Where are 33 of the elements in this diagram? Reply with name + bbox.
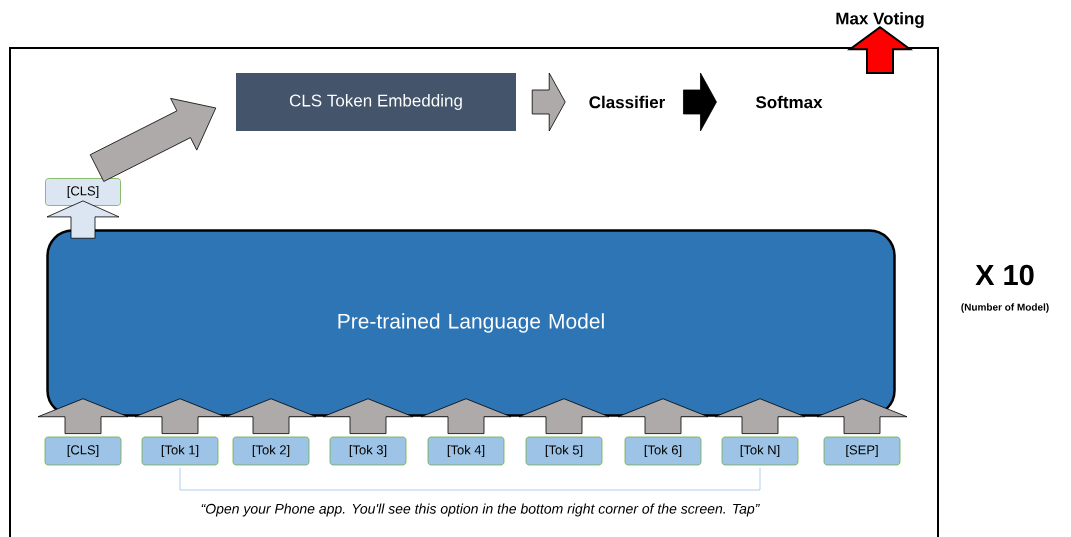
model-box: Pre-trained Language Model — [46, 229, 896, 417]
block-arrow — [225, 398, 317, 434]
token-box: [CLS] — [45, 178, 121, 206]
block-arrow — [37, 398, 129, 434]
token-box: [Tok 4] — [427, 436, 505, 466]
note-label: (Number of Model) — [961, 303, 1049, 313]
token-box: [Tok 5] — [525, 436, 603, 466]
token-box: [Tok 6] — [624, 436, 702, 466]
block-arrow — [322, 398, 414, 434]
block-arrow — [714, 398, 806, 434]
block-arrow — [46, 200, 120, 239]
block-arrow — [683, 72, 717, 132]
frame-box — [9, 47, 939, 537]
token-box: [Tok 2] — [232, 436, 310, 466]
sentence-text: “Open your Phone app. You'll see this option in the bottom right corner of the screen. Tap” — [201, 503, 760, 517]
token-box: [SEP] — [823, 436, 901, 466]
block-arrow — [816, 398, 908, 434]
token-box: [Tok N] — [721, 436, 799, 466]
block-arrow — [420, 398, 512, 434]
multiplier-label: X 10 — [975, 264, 1034, 286]
block-arrow — [531, 72, 566, 132]
step-label: Max Voting — [836, 12, 924, 28]
block-arrow — [846, 25, 914, 74]
step-label: Classifier — [589, 95, 665, 109]
token-box: [Tok 3] — [329, 436, 407, 466]
token-box: [CLS] — [44, 436, 122, 466]
block-arrow — [89, 97, 217, 182]
block-arrow — [518, 398, 610, 434]
block-arrow — [134, 398, 226, 434]
block-arrow — [617, 398, 709, 434]
token-box: [Tok 1] — [141, 436, 219, 466]
embedding-box: CLS Token Embedding — [236, 73, 516, 131]
step-label: Softmax — [755, 95, 823, 109]
